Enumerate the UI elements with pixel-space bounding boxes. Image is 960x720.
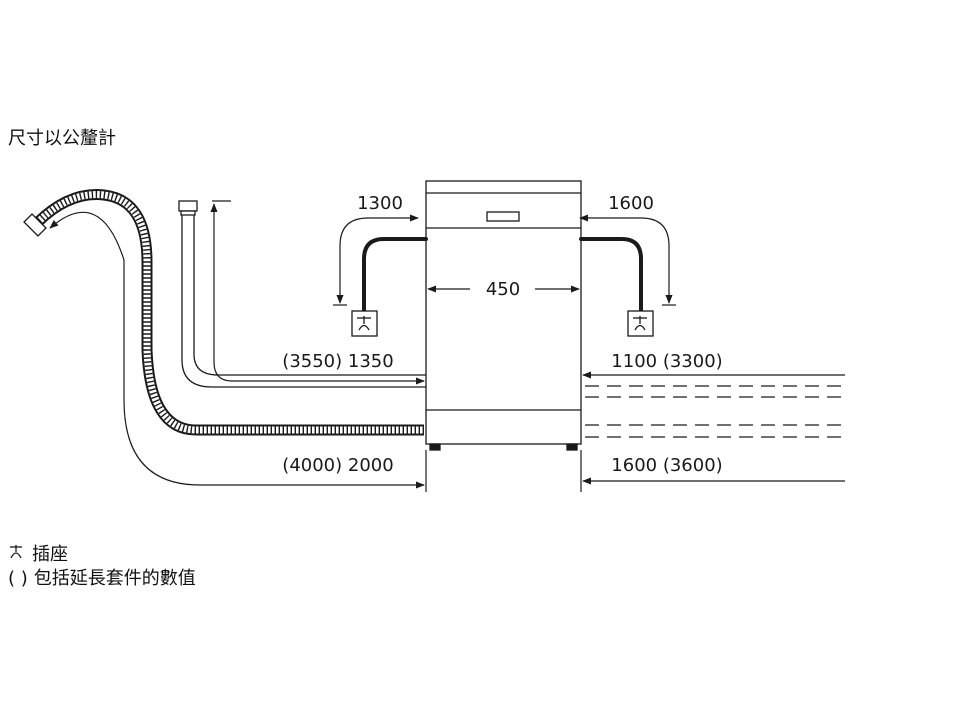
- socket-icon: [8, 543, 26, 567]
- drain-hose-end: [23, 213, 47, 237]
- inlet-hose-left-label: (3550) 1350: [282, 351, 393, 372]
- inlet-hose-connector: [178, 200, 198, 212]
- right-dimension-arrows: [582, 371, 845, 485]
- left-power-arrow: [336, 214, 419, 304]
- right-power-arrow: [579, 214, 673, 304]
- control-panel-display: [486, 211, 520, 222]
- power-cord-right-label: 1600: [608, 193, 654, 214]
- legend-extension: ( ) 包括延長套件的數值: [8, 567, 196, 591]
- legend-socket: 插座: [8, 543, 196, 567]
- legend-socket-label: 插座: [32, 544, 68, 565]
- legend: 插座 ( ) 包括延長套件的數值: [8, 543, 196, 591]
- left-power-cord: [362, 237, 428, 312]
- dishwasher-body: [425, 180, 582, 451]
- left-foot: [429, 443, 441, 451]
- right-hose-dashed-lines: [585, 385, 845, 438]
- power-cord-left-label: 1300: [357, 193, 403, 214]
- side-guide-lines: [425, 450, 582, 492]
- drain-length-arrow: [49, 211, 425, 489]
- right-foot: [566, 443, 578, 451]
- legend-extension-label: 包括延長套件的數值: [33, 568, 196, 589]
- width-label: 450: [486, 279, 520, 300]
- drain-hose-left-label: (4000) 2000: [282, 455, 393, 476]
- inlet-hose-right-label: 1100 (3300): [611, 351, 722, 372]
- left-socket-icon: [351, 310, 378, 337]
- right-socket-icon: [627, 310, 654, 337]
- unit-note: 尺寸以公釐計: [8, 128, 116, 149]
- legend-extension-symbol: ( ): [8, 568, 28, 589]
- drain-hose-right-label: 1600 (3600): [611, 455, 722, 476]
- right-power-cord: [579, 237, 643, 312]
